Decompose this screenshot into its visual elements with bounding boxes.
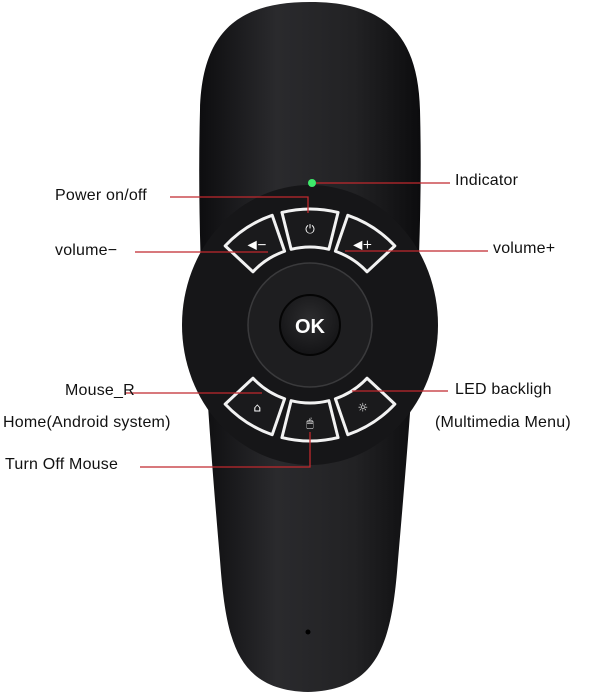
label-mouse-r: Mouse_R bbox=[65, 382, 135, 399]
label-indicator: Indicator bbox=[455, 172, 519, 189]
leader-power bbox=[170, 196, 309, 213]
label-led-backlight: LED backligh bbox=[455, 381, 552, 398]
volume-up-icon: ◀+ bbox=[353, 238, 372, 252]
led-menu-icon: ☼ bbox=[357, 400, 368, 414]
label-multimedia-menu: (Multimedia Menu) bbox=[435, 414, 571, 431]
volume-up-button[interactable] bbox=[333, 213, 397, 274]
label-power: Power on/off bbox=[55, 187, 147, 204]
microphone-hole bbox=[305, 629, 311, 635]
label-turn-off-mouse: Turn Off Mouse bbox=[5, 456, 119, 473]
leader-turn-off-mouse bbox=[140, 432, 311, 468]
label-volume-down: volume− bbox=[55, 242, 118, 259]
power-icon: ⏻ bbox=[305, 222, 315, 236]
turn-off-mouse-icon: 🖱 bbox=[306, 416, 313, 430]
label-home: Home(Android system) bbox=[3, 414, 171, 431]
indicator-led bbox=[308, 179, 316, 187]
label-volume-up: volume+ bbox=[493, 240, 556, 257]
power-button[interactable] bbox=[280, 207, 340, 251]
ok-label: OK bbox=[295, 316, 326, 338]
led-menu-button[interactable] bbox=[333, 376, 397, 437]
mouse-r-home-icon: ⌂ bbox=[253, 400, 261, 414]
mouse-r-home-button[interactable] bbox=[223, 376, 287, 437]
ok-button[interactable] bbox=[279, 294, 341, 356]
volume-down-button[interactable] bbox=[223, 213, 287, 274]
volume-down-icon: ◀− bbox=[248, 238, 267, 252]
turn-off-mouse-button[interactable] bbox=[280, 399, 340, 443]
